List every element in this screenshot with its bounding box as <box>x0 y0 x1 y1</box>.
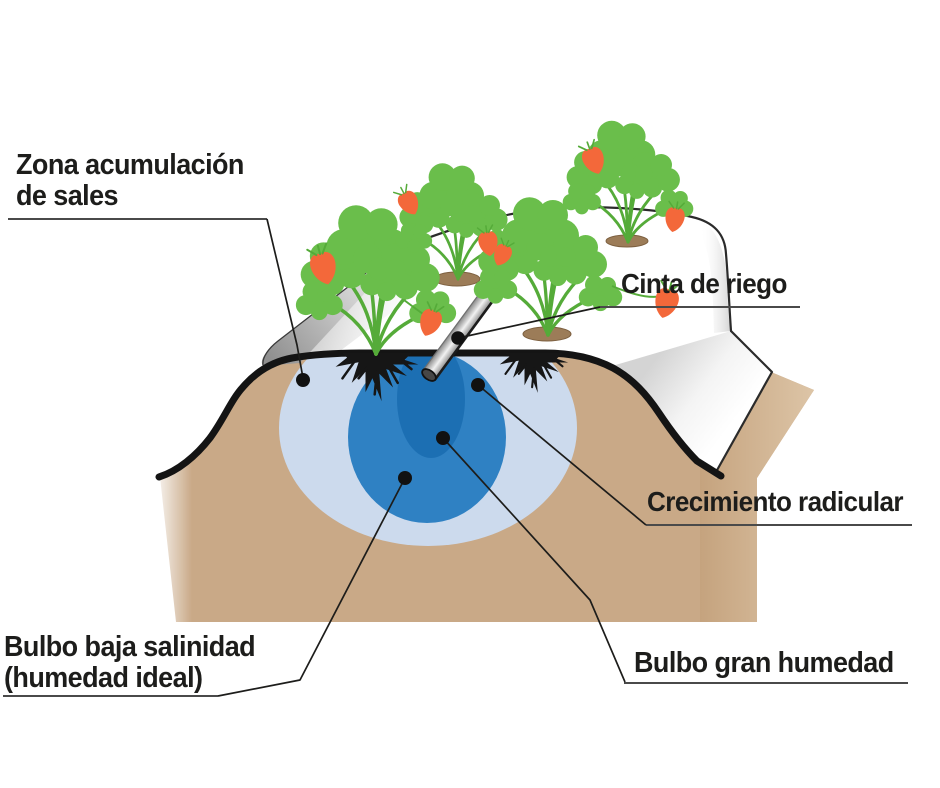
label-line: Bulbo baja salinidad <box>4 631 256 663</box>
plastic-mulch-left-edge-line <box>262 225 428 366</box>
marker-salt-zone <box>296 373 310 387</box>
marker-dots <box>296 331 485 485</box>
drip-tape-opening <box>421 368 437 382</box>
marker-drip-tape <box>451 331 465 345</box>
leader-bulbo-gran <box>442 437 626 683</box>
label-line: (humedad ideal) <box>4 662 203 694</box>
marker-root-growth <box>471 378 485 392</box>
label-high-moisture-bulb: Bulbo gran humedad <box>634 647 894 679</box>
leader-lines <box>217 218 647 697</box>
marker-low-salinity <box>398 471 412 485</box>
label-low-salinity-bulb: Bulbo baja salinidad (humedad ideal) <box>4 631 256 694</box>
label-root-growth: Crecimiento radicular <box>647 486 904 517</box>
soil-right-band <box>700 372 814 622</box>
bed-outline <box>155 349 725 481</box>
leader-crecimiento <box>477 384 647 526</box>
leader-cinta <box>457 306 601 339</box>
plastic-mulch-right <box>612 331 772 472</box>
label-salt-accumulation: Zona acumulación de sales <box>16 150 244 212</box>
label-drip-tape: Cinta de riego <box>621 268 787 299</box>
soil-left-fade <box>150 452 194 622</box>
label-underlines <box>3 218 912 697</box>
plastic-fold-shade <box>698 222 731 333</box>
plastic-mulch-right-edge <box>715 330 774 473</box>
label-line: de sales <box>16 180 119 212</box>
leader-zona <box>266 218 304 379</box>
label-line: Zona acumulación <box>16 149 244 181</box>
leader-bulbo-baja <box>217 477 406 697</box>
bulb-high-moisture <box>397 355 465 458</box>
marker-high-moisture <box>436 431 450 445</box>
